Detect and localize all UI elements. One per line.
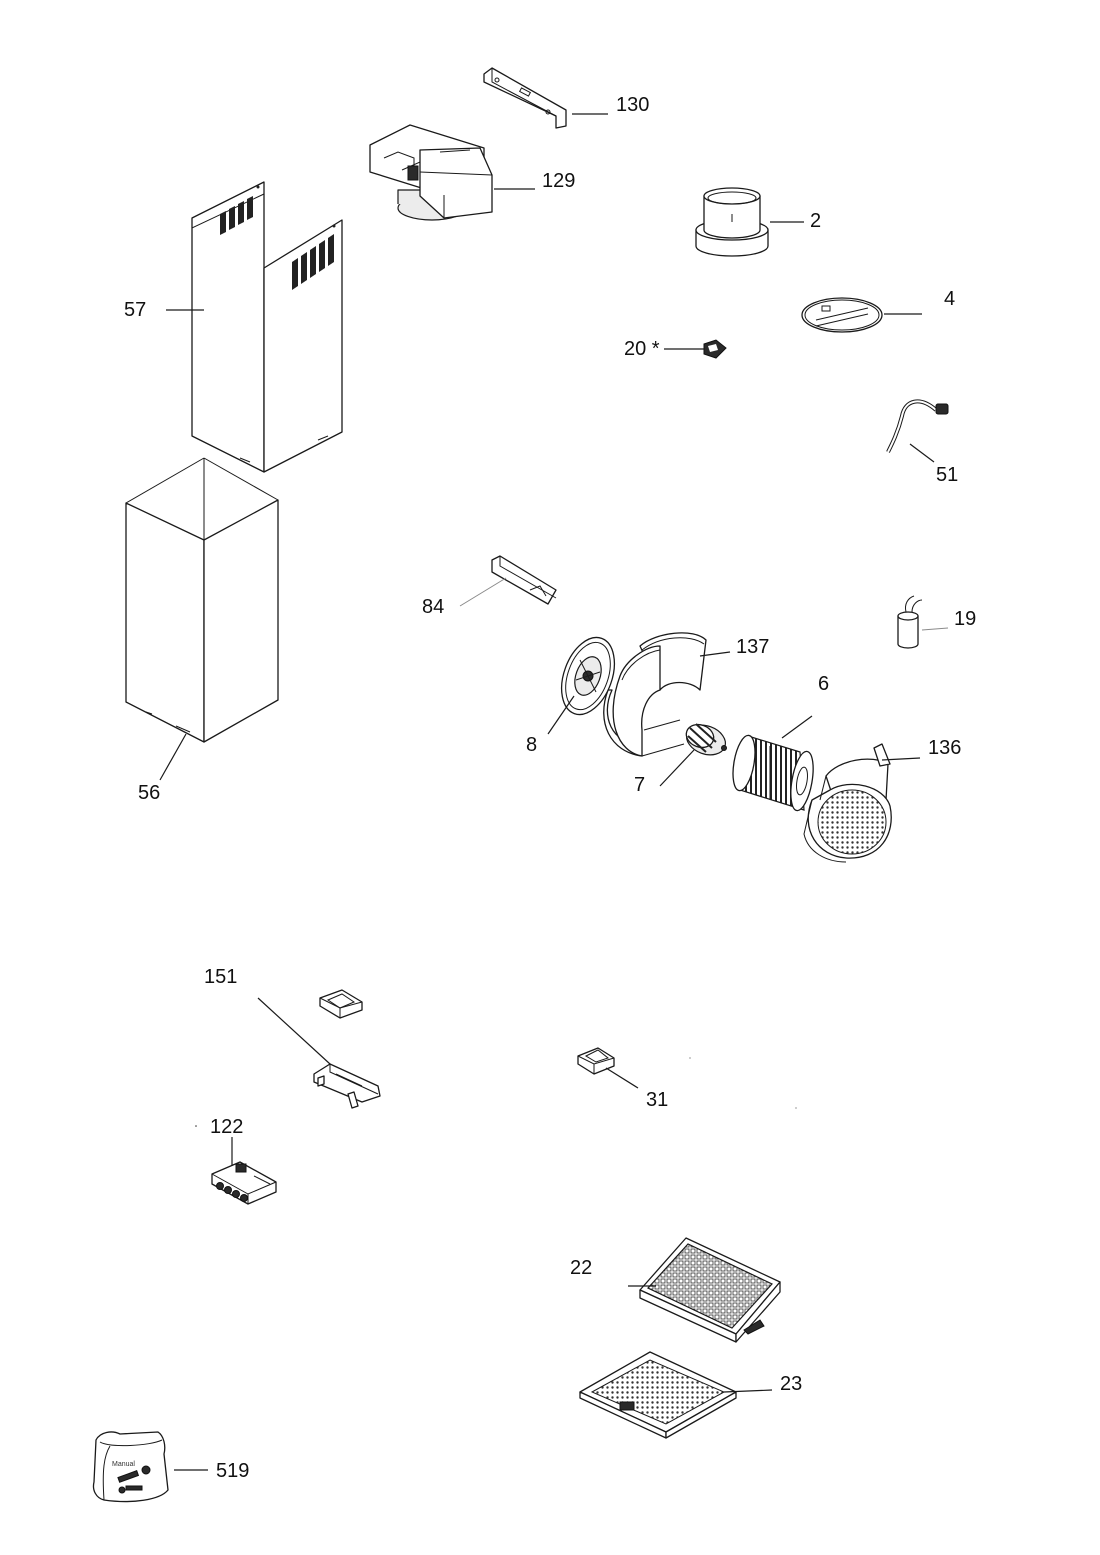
part-130-bracket xyxy=(483,67,567,129)
part-22-carbon-filter xyxy=(639,1237,781,1343)
label-151: 151 xyxy=(204,966,237,988)
part-151-junction-box xyxy=(319,989,363,1019)
leader-31 xyxy=(605,1067,639,1089)
leader-6 xyxy=(781,715,813,739)
part-136-fan-housing-rear xyxy=(803,743,892,863)
label-31: 31 xyxy=(646,1089,668,1111)
label-56: 56 xyxy=(138,782,160,804)
part-151-board-holder xyxy=(313,1063,381,1109)
label-2: 2 xyxy=(810,210,821,232)
label-22: 22 xyxy=(570,1257,592,1279)
part-56-lower-chimney xyxy=(125,457,279,743)
leader-84 xyxy=(459,577,507,607)
label-57: 57 xyxy=(124,299,146,321)
leader-136 xyxy=(881,757,921,761)
part-51-power-cord xyxy=(886,399,949,453)
label-19: 19 xyxy=(954,608,976,630)
leader-56 xyxy=(159,733,187,781)
label-6: 6 xyxy=(818,673,829,695)
part-57-upper-chimney xyxy=(191,181,343,473)
label-519: 519 xyxy=(216,1460,249,1482)
part-31-junction-box xyxy=(577,1047,615,1075)
part-137-fan-housing xyxy=(603,632,707,757)
part-23-grease-filter xyxy=(579,1351,737,1439)
part-6-fan-wheel xyxy=(732,734,814,812)
label-4: 4 xyxy=(944,288,955,310)
label-122: 122 xyxy=(210,1116,243,1138)
label-23: 23 xyxy=(780,1373,802,1395)
part-19-capacitor xyxy=(897,595,923,649)
label-8: 8 xyxy=(526,734,537,756)
label-136: 136 xyxy=(928,737,961,759)
label-137: 137 xyxy=(736,636,769,658)
label-84: 84 xyxy=(422,596,444,618)
leader-23 xyxy=(723,1389,773,1393)
part-129-duct-adapter xyxy=(369,124,493,221)
leader-151 xyxy=(257,997,331,1065)
part-519-accessory-bag: Manual xyxy=(92,1431,169,1503)
part-122-switch-board xyxy=(211,1161,277,1205)
bag-text: Manual xyxy=(112,1461,135,1468)
label-20: 20 * xyxy=(624,338,660,360)
part-4-cover-plate xyxy=(801,297,883,333)
label-129: 129 xyxy=(542,170,575,192)
part-84-channel xyxy=(491,555,557,605)
leader-8 xyxy=(547,695,575,735)
upper-chimney-vents-right xyxy=(292,234,334,290)
part-7-motor xyxy=(685,723,727,756)
label-7: 7 xyxy=(634,774,645,796)
leader-51 xyxy=(909,443,935,463)
leader-19 xyxy=(921,627,949,631)
label-130: 130 xyxy=(616,94,649,116)
part-8-motor-plate xyxy=(560,636,616,716)
leader-137 xyxy=(699,651,731,657)
leader-7 xyxy=(659,749,695,787)
upper-chimney-vents-left xyxy=(220,196,253,235)
label-51: 51 xyxy=(936,464,958,486)
part-20-connector xyxy=(703,339,727,359)
part-2-duct-collar xyxy=(695,187,769,257)
